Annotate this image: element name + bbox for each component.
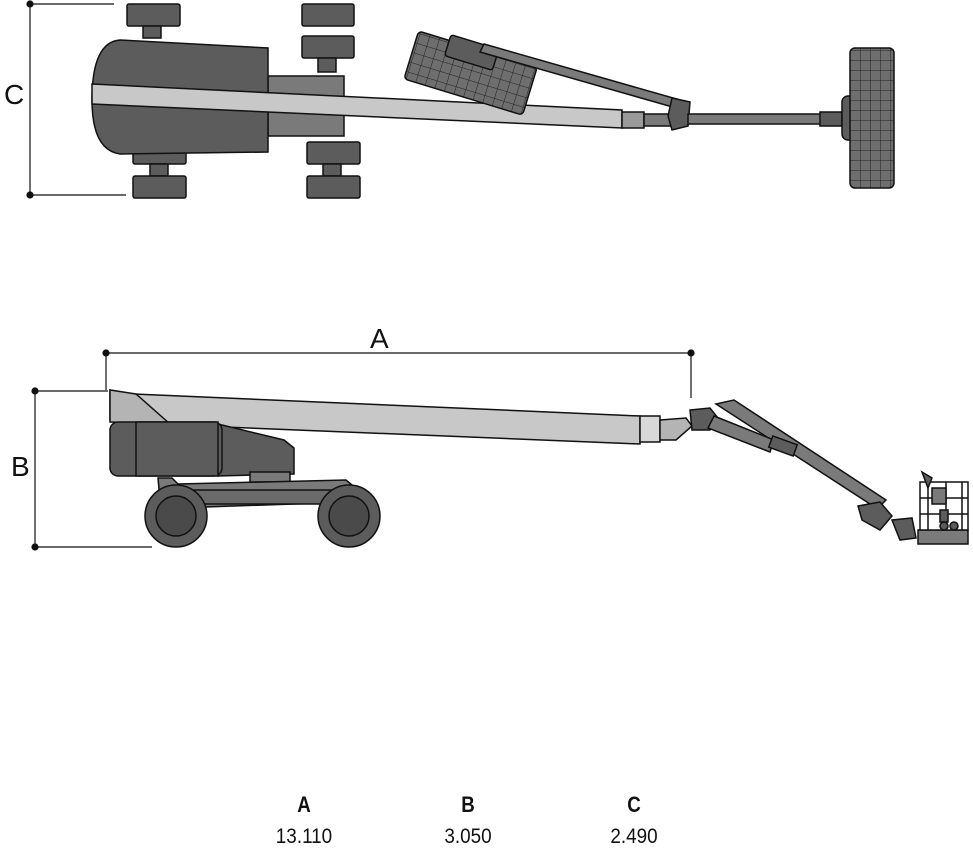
dimension-c-line [26, 0, 126, 199]
side-view-jib-arm [714, 399, 888, 512]
spec-column-c: C 2.490 [574, 792, 694, 850]
spec-value-b: 3.050 [444, 825, 492, 848]
side-view-rear-wheel [317, 484, 381, 548]
top-view-platform-rod [687, 113, 823, 125]
spec-header-b: B [461, 792, 475, 817]
side-view-platform [917, 470, 969, 545]
dimension-a-marker: A [370, 323, 389, 354]
dimension-b-line [31, 387, 152, 551]
top-view-wheels [126, 3, 361, 199]
side-view-front-wheel [144, 484, 208, 548]
spec-value-c: 2.490 [610, 825, 658, 848]
top-view [91, 3, 895, 199]
spec-column-b: B 3.050 [408, 792, 528, 850]
dimension-b-marker: B [11, 451, 30, 482]
dimension-a-line [102, 349, 695, 398]
side-view-engine-hood [217, 423, 295, 477]
spec-header-c: C [627, 792, 641, 817]
side-view [109, 389, 969, 548]
spec-column-a: A 13.110 [244, 792, 364, 850]
spec-header-a: A [297, 792, 311, 817]
top-view-counterweight [404, 31, 537, 115]
boom-lift-dimension-diagram: C [4, 0, 969, 551]
top-view-platform [849, 47, 895, 189]
dimension-c-marker: C [4, 79, 24, 110]
spec-value-a: 13.110 [275, 825, 333, 848]
